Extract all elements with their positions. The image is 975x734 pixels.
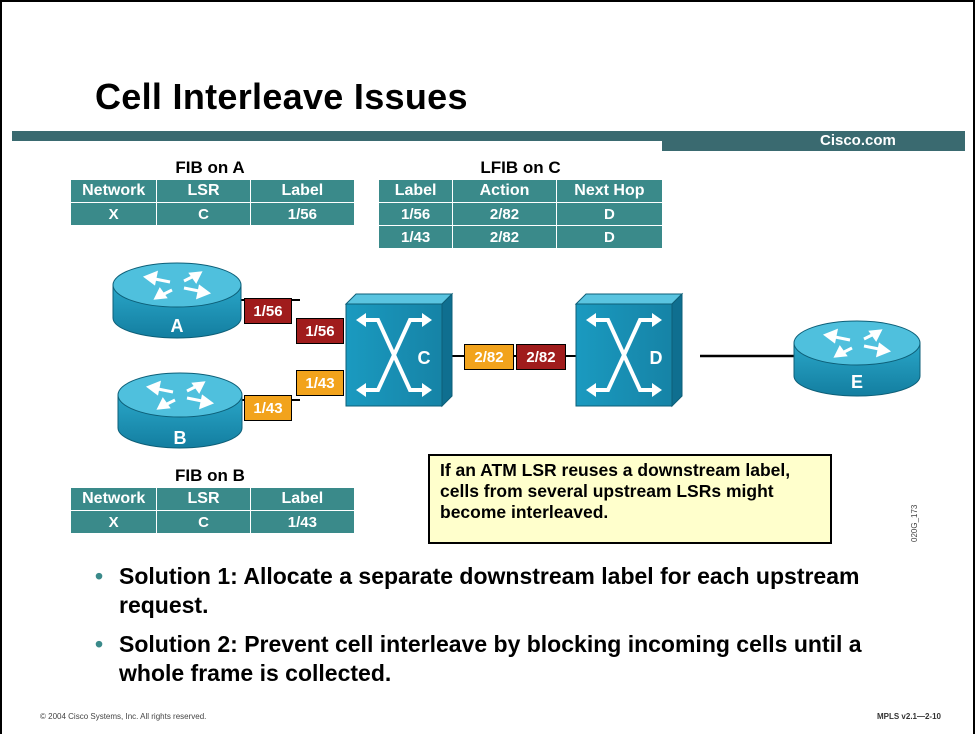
list-item: • Solution 2: Prevent cell interleave by… xyxy=(95,630,915,688)
course-footer: MPLS v2.1—2-10 xyxy=(876,712,941,721)
lfib-c-caption: LFIB on C xyxy=(480,158,561,177)
slide-border-right xyxy=(973,0,975,734)
title-underline-bar xyxy=(12,131,965,141)
table-cell: C xyxy=(156,510,251,534)
fib-b-table: Network LSR Label X C 1/43 xyxy=(69,487,356,534)
label-c-in-from-a: 1/56 xyxy=(296,318,344,344)
solution-1-text: Solution 1: Allocate a separate downstre… xyxy=(119,563,860,618)
column-header: Action xyxy=(452,179,557,203)
solutions-list: • Solution 1: Allocate a separate downst… xyxy=(95,562,915,698)
label-a-out: 1/56 xyxy=(244,298,292,324)
fib-b-caption: FIB on B xyxy=(175,466,245,485)
column-header: Label xyxy=(249,179,356,203)
atm-switch-d-icon[interactable]: D xyxy=(574,292,684,408)
router-a-icon[interactable]: A xyxy=(112,262,242,339)
table-header-row: Label Action Next Hop xyxy=(377,179,664,203)
label-c-in-from-b: 1/43 xyxy=(296,370,344,396)
router-b-label: B xyxy=(174,428,187,448)
table-cell: 1/43 xyxy=(377,225,454,249)
column-header: LSR xyxy=(156,179,251,203)
slide-title: Cell Interleave Issues xyxy=(95,76,468,117)
atm-switch-c-icon[interactable]: C xyxy=(344,292,454,408)
lfib-c-table: Label Action Next Hop 1/56 2/82 D 1/43 2… xyxy=(377,179,664,249)
router-b-icon[interactable]: B xyxy=(117,372,243,449)
copyright-footer: © 2004 Cisco Systems, Inc. All rights re… xyxy=(40,712,207,721)
column-header: Next Hop xyxy=(555,179,664,203)
router-e-label: E xyxy=(851,372,863,392)
list-item: • Solution 1: Allocate a separate downst… xyxy=(95,562,915,620)
column-header: LSR xyxy=(156,487,251,511)
figure-code: 020G_173 xyxy=(910,504,919,542)
brand-link[interactable]: Cisco.com xyxy=(820,132,896,149)
table-row: X C 1/43 xyxy=(69,510,356,534)
column-header: Label xyxy=(249,487,356,511)
table-cell: 1/43 xyxy=(249,510,356,534)
table-cell: C xyxy=(156,202,251,226)
fib-a-caption: FIB on A xyxy=(175,158,245,177)
table-header-row: Network LSR Label xyxy=(69,487,356,511)
table-row: 1/43 2/82 D xyxy=(377,225,664,249)
table-header-row: Network LSR Label xyxy=(69,179,356,203)
router-e-icon[interactable]: E xyxy=(793,320,921,397)
column-header: Label xyxy=(377,179,454,203)
table-cell: 1/56 xyxy=(377,202,454,226)
table-row: X C 1/56 xyxy=(69,202,356,226)
table-cell: D xyxy=(555,225,664,249)
router-a-label: A xyxy=(171,316,184,336)
table-cell: D xyxy=(555,202,664,226)
switch-d-label: D xyxy=(650,348,663,368)
column-header: Network xyxy=(69,179,158,203)
switch-c-label: C xyxy=(418,348,431,368)
interleave-note: If an ATM LSR reuses a downstream label,… xyxy=(428,454,832,544)
brand-tab xyxy=(662,131,965,151)
label-d-in: 2/82 xyxy=(516,344,566,370)
fib-a-table: Network LSR Label X C 1/56 xyxy=(69,179,356,226)
table-cell: X xyxy=(69,510,158,534)
column-header: Network xyxy=(69,487,158,511)
label-c-out: 2/82 xyxy=(464,344,514,370)
slide-border-top xyxy=(0,0,975,2)
bullet-icon: • xyxy=(95,631,104,657)
table-cell: X xyxy=(69,202,158,226)
slide-border-left xyxy=(0,0,2,734)
label-b-out: 1/43 xyxy=(244,395,292,421)
solution-2-text: Solution 2: Prevent cell interleave by b… xyxy=(119,631,862,686)
table-cell: 1/56 xyxy=(249,202,356,226)
table-cell: 2/82 xyxy=(452,225,557,249)
bullet-icon: • xyxy=(95,563,104,589)
